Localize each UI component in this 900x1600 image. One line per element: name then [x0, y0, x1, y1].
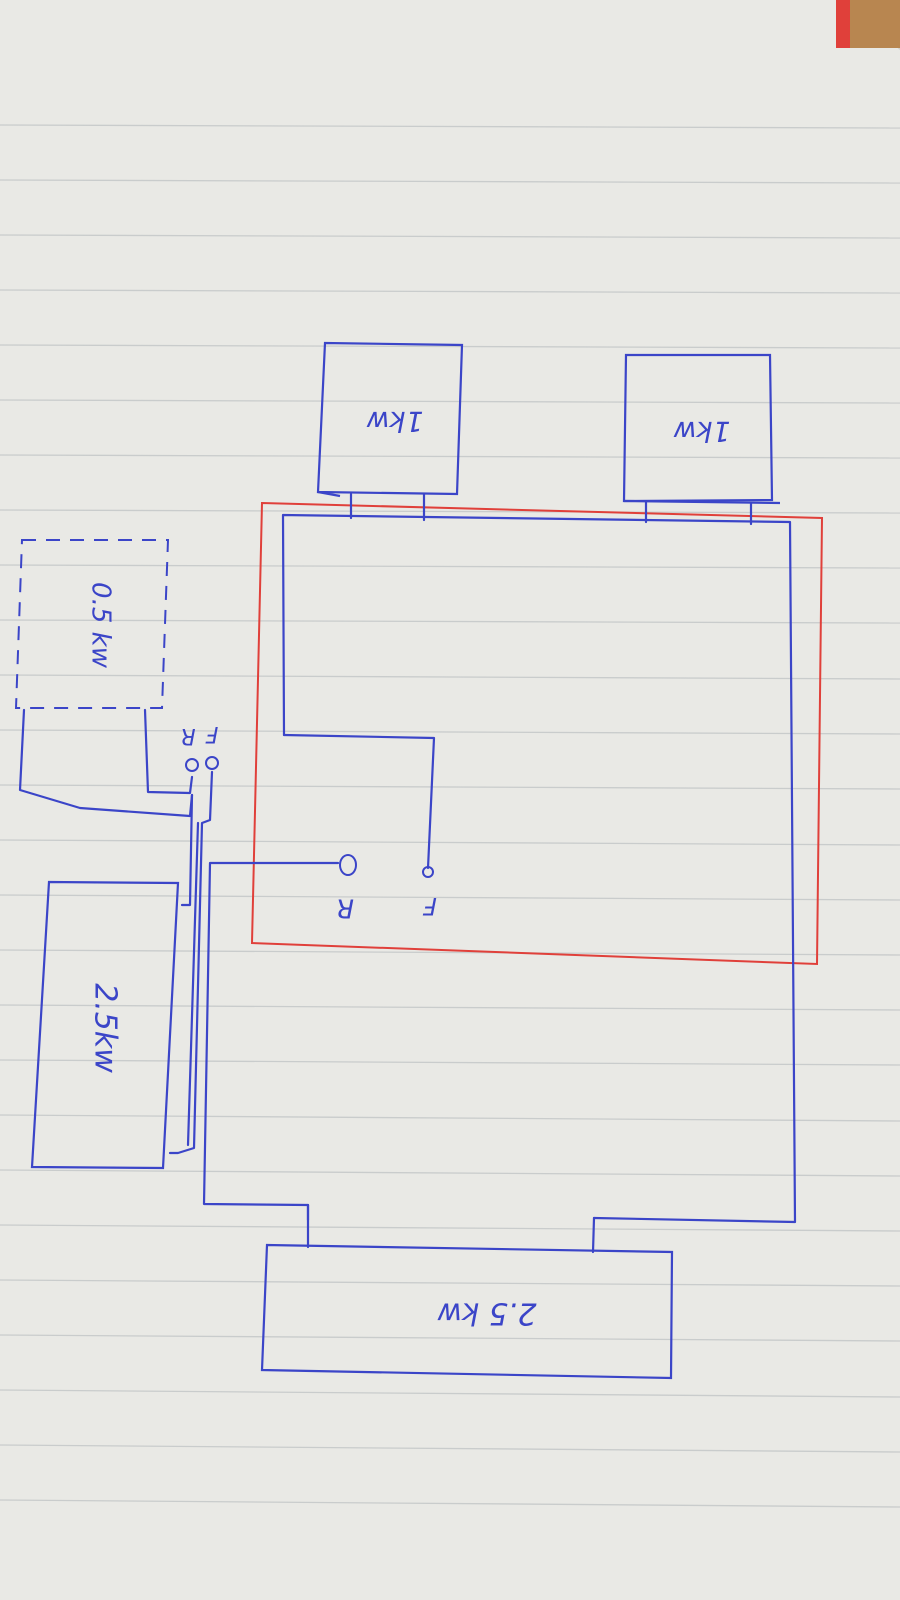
red-room-outline	[250, 501, 824, 966]
f-feed-wire	[282, 733, 436, 870]
dashed-unit-label: 0.5 kw	[86, 582, 116, 669]
terminal-f-main-label: F	[422, 892, 437, 920]
side-heater-wire-a	[180, 793, 194, 907]
terminal-f-main	[422, 866, 434, 878]
heater-top-left	[316, 341, 464, 498]
side-wiring	[18, 708, 214, 1155]
terminals	[185, 756, 434, 878]
heater-top-right-label: 1kw	[673, 415, 730, 448]
terminal-f-side-label: F	[205, 721, 218, 746]
terminal-r-side	[185, 758, 199, 772]
terminal-r-main	[339, 854, 357, 876]
side-heater-wire-b	[168, 770, 214, 1155]
terminal-r-main-label: R	[336, 893, 354, 923]
dashed-unit	[14, 539, 170, 709]
heater-top-right	[622, 353, 781, 505]
main-loop-wire	[281, 513, 797, 1224]
dashed-unit-wire-right	[143, 708, 194, 795]
side-heater-wire-c	[186, 821, 200, 1147]
heater-side	[30, 880, 180, 1170]
main-circuit	[202, 492, 797, 1254]
heater-side-label: 2.5kw	[88, 983, 123, 1073]
ruled-lines	[0, 124, 900, 1508]
page-wood-edge	[850, 0, 900, 48]
heater-top-left-label: 1kw	[366, 405, 423, 438]
heater-bottom	[260, 1243, 674, 1380]
terminal-r-side-label: R	[180, 723, 195, 748]
terminal-f-side	[205, 756, 219, 770]
heater-bottom-label: 2.5 kw	[437, 1296, 537, 1331]
page-red-edge	[836, 0, 850, 48]
